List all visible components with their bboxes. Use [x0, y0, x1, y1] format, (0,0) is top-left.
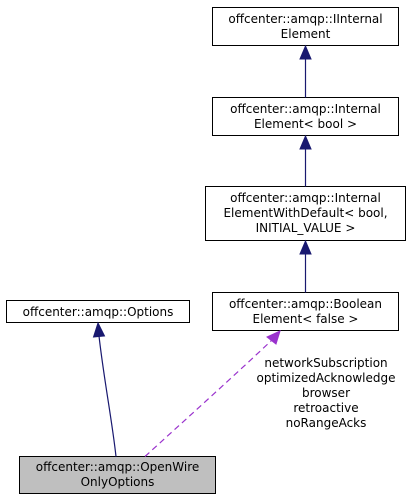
- node-internal-element-with-default[interactable]: offcenter::amqp::Internal ElementWithDef…: [205, 186, 406, 241]
- node-openwire-only-options-line2: OnlyOptions: [81, 475, 155, 489]
- edge-label-no-range-acks: noRangeAcks: [286, 416, 367, 430]
- node-boolean-element-false-line2: Element< false >: [253, 312, 359, 326]
- edge-label-browser: browser: [302, 386, 350, 400]
- edge-inherit-internal-to-iinternal: [299, 44, 312, 98]
- edge-label-network-subscription: networkSubscription: [264, 356, 387, 370]
- node-internal-element-with-default-line3: INITIAL_VALUE >: [256, 221, 356, 235]
- edge-usage-openwire-to-boolean: [144, 330, 281, 457]
- edge-inherit-boolean-to-withdefault: [299, 239, 312, 293]
- node-internal-element-bool-line2: Element< bool >: [254, 117, 357, 131]
- edge-inherit-openwire-to-options: [92, 321, 117, 457]
- edge-label-retroactive: retroactive: [293, 401, 358, 415]
- node-internal-element-bool[interactable]: offcenter::amqp::Internal Element< bool …: [212, 97, 399, 136]
- usage-edge-labels: networkSubscription optimizedAcknowledge…: [257, 356, 396, 430]
- node-boolean-element-false-line1: offcenter::amqp::Boolean: [229, 297, 382, 311]
- node-boolean-element-false[interactable]: offcenter::amqp::Boolean Element< false …: [212, 292, 399, 331]
- edge-label-optimized-acknowledge: optimizedAcknowledge: [257, 371, 396, 385]
- node-openwire-only-options[interactable]: offcenter::amqp::OpenWire OnlyOptions: [19, 456, 216, 494]
- edge-inherit-withdefault-to-internal: [299, 134, 312, 187]
- node-iinternal-element[interactable]: offcenter::amqp::IInternal Element: [212, 7, 399, 46]
- node-options-line1: offcenter::amqp::Options: [23, 305, 174, 319]
- node-iinternal-element-line2: Element: [281, 27, 331, 41]
- node-internal-element-with-default-line2: ElementWithDefault< bool,: [223, 206, 387, 220]
- node-internal-element-bool-line1: offcenter::amqp::Internal: [230, 102, 381, 116]
- node-internal-element-with-default-line1: offcenter::amqp::Internal: [230, 191, 381, 205]
- node-openwire-only-options-line1: offcenter::amqp::OpenWire: [36, 460, 200, 474]
- node-iinternal-element-line1: offcenter::amqp::IInternal: [228, 12, 382, 26]
- node-options[interactable]: offcenter::amqp::Options: [6, 300, 190, 323]
